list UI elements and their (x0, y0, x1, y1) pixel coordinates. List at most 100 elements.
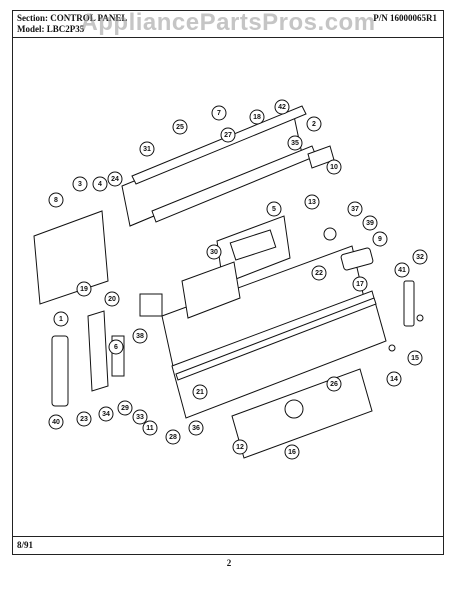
revision-date: 8/91 (17, 540, 34, 550)
callout-circle (48, 192, 64, 208)
callout-label: 42 (278, 104, 286, 111)
part-number: P/N 16000065R1 (373, 13, 437, 23)
left-bracket (87, 310, 109, 392)
callout-circle (104, 291, 120, 307)
callout-24: 24 (107, 171, 123, 187)
callout-label: 4 (98, 181, 102, 188)
callout-26: 26 (326, 376, 342, 392)
lower-trim (175, 297, 377, 381)
page-number: 2 (226, 558, 232, 568)
callout-40: 40 (48, 414, 64, 430)
callout-label: 22 (315, 270, 323, 277)
callout-circle (311, 265, 327, 281)
callout-28: 28 (165, 429, 181, 445)
callout-circle (407, 350, 423, 366)
clock-display (229, 229, 277, 261)
callout-circle (108, 339, 124, 355)
callout-label: 25 (176, 124, 184, 131)
callout-circle (48, 414, 64, 430)
callout-label: 35 (291, 140, 299, 147)
right-end-cap (403, 280, 415, 327)
callout-circle (206, 244, 222, 260)
header: Section: CONTROL PANEL Model: LBC2P35 P/… (13, 11, 443, 38)
callout-15: 15 (407, 350, 423, 366)
callout-7: 7 (211, 105, 227, 121)
callout-circle (132, 328, 148, 344)
callout-8: 8 (48, 192, 64, 208)
callout-35: 35 (287, 135, 303, 151)
callout-label: 28 (169, 434, 177, 441)
callout-circle (53, 311, 69, 327)
section-title: Section: CONTROL PANEL (17, 13, 128, 23)
screw (388, 344, 396, 352)
callout-circle (266, 201, 282, 217)
callout-17: 17 (352, 276, 368, 292)
callout-19: 19 (76, 281, 92, 297)
callout-11: 11 (142, 420, 158, 436)
footer-divider (13, 536, 443, 537)
callout-label: 40 (52, 419, 60, 426)
callout-21: 21 (192, 384, 208, 400)
back-panel (33, 210, 109, 305)
spring (416, 314, 424, 322)
callout-circle (92, 176, 108, 192)
callout-circle (362, 215, 378, 231)
infinite-switch (323, 227, 337, 241)
model-label: Model: LBC2P35 (17, 24, 85, 34)
callout-label: 7 (217, 110, 221, 117)
callout-label: 16 (288, 449, 296, 456)
callout-22: 22 (311, 265, 327, 281)
callout-label: 21 (196, 389, 204, 396)
callout-34: 34 (98, 406, 114, 422)
callout-circle (76, 411, 92, 427)
callout-label: 39 (366, 220, 374, 227)
callout-label: 26 (330, 381, 338, 388)
control-knob (284, 399, 304, 419)
callout-37: 37 (347, 201, 363, 217)
transformer (139, 293, 163, 317)
callout-9: 9 (372, 231, 388, 247)
diagram-frame: Section: CONTROL PANEL Model: LBC2P35 P/… (12, 10, 444, 555)
callout-6: 6 (108, 339, 124, 355)
callout-circle (188, 420, 204, 436)
bezel-frame (340, 247, 374, 271)
callout-38: 38 (132, 328, 148, 344)
callout-circle (326, 376, 342, 392)
callout-label: 19 (80, 286, 88, 293)
callout-16: 16 (284, 444, 300, 460)
callout-41: 41 (394, 262, 410, 278)
callout-circle (249, 109, 265, 125)
callout-circle (372, 231, 388, 247)
callout-39: 39 (362, 215, 378, 231)
callout-13: 13 (304, 194, 320, 210)
callout-4: 4 (92, 176, 108, 192)
callout-label: 23 (80, 416, 88, 423)
callout-circle (139, 141, 155, 157)
callout-circle (412, 249, 428, 265)
callout-27: 27 (220, 127, 236, 143)
callout-label: 17 (356, 281, 364, 288)
callout-circle (287, 135, 303, 151)
callout-20: 20 (104, 291, 120, 307)
callout-label: 1 (59, 316, 63, 323)
callout-circle (347, 201, 363, 217)
callout-42: 42 (274, 99, 290, 115)
callout-label: 2 (312, 121, 316, 128)
callout-circle (72, 176, 88, 192)
callout-circle (165, 429, 181, 445)
callout-circle (304, 194, 320, 210)
callout-circle (117, 400, 133, 416)
callout-label: 5 (272, 206, 276, 213)
callout-14: 14 (386, 371, 402, 387)
callout-circle (326, 159, 342, 175)
callout-label: 24 (111, 176, 119, 183)
callout-label: 34 (102, 411, 110, 418)
left-end-cap (51, 335, 69, 407)
callout-label: 37 (351, 206, 359, 213)
callout-label: 13 (308, 199, 316, 206)
callout-circle (284, 444, 300, 460)
callout-label: 14 (390, 376, 398, 383)
callout-label: 27 (224, 132, 232, 139)
callout-circle (274, 99, 290, 115)
